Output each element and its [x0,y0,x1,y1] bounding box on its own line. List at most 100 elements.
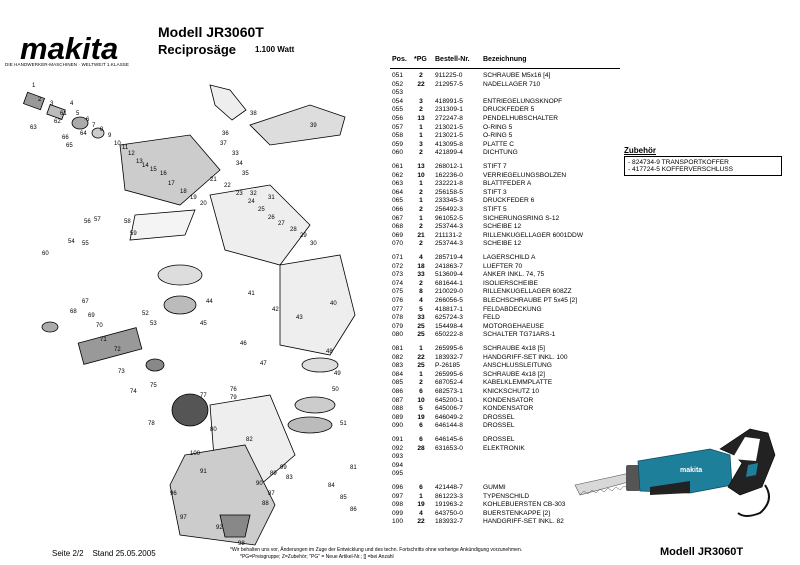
part-nr: 272247-8 [435,115,463,122]
product-photo: makita [574,428,776,517]
diagram-callout: 33 [232,151,239,157]
part-bez: DRUCKFEDER 6 [483,197,535,205]
accessory-title: Zubehör [624,146,656,155]
part-pos: 096 [392,484,404,491]
part-bez: BUERSTENKAPPE [2] [483,509,551,517]
diagram-callout: 54 [68,239,75,245]
diagram-callout: 34 [236,161,243,167]
part-pg: 5 [419,305,423,313]
part-pg: 1 [419,370,423,378]
part-pos: 094 [392,461,404,469]
header-nr: Bestell-Nr. [435,56,470,63]
part-bez: SCHALTER TG71ARS-1 [483,331,556,339]
part-bez: SCHRAUBE 4x18 [5] [483,345,545,352]
diagram-callout: 69 [88,313,95,319]
part-bez: KONDENSATOR [483,405,534,413]
part-pg: 18 [417,262,425,270]
part-nr: 631653-0 [435,444,463,452]
diagram-callout: 86 [350,507,357,513]
part-bez: ISOLIERSCHEIBE [483,279,538,287]
part-bez: GUMMI [483,484,506,491]
part-nr: 183932-7 [435,518,463,526]
part-bez: KABELKLEMMPLATTE [483,379,553,387]
diagram-callout: 49 [334,371,341,377]
diagram-callout: 27 [278,221,285,227]
part-pos: 064 [392,188,404,196]
accessory-item: - 417724-5 KOFFERVERSCHLUSS [628,166,734,173]
part-pos: 091 [392,436,404,443]
diagram-callout: 97 [180,515,187,521]
diagram-callout: 31 [268,195,275,201]
diagram-callout: 22 [224,183,231,189]
part-pg: 21 [417,231,425,239]
part-bez: DROSSEL [483,413,515,421]
part-pg: 8 [419,288,423,296]
footer-note-line2: *PG=Preisgruppe; Z=Zubehör; "PG" = Neue … [240,554,394,560]
part-bez: ENTRIEGELUNGSKNOPF [483,97,563,105]
part-pg: 4 [419,509,423,517]
diagram-callout: 62 [54,119,61,125]
diagram-callout: 20 [200,201,207,207]
part-nr: 421448-7 [435,484,463,491]
part-bez: O-RING 5 [483,132,513,140]
diagram-callout: 11 [122,145,129,151]
accessory-box: Zubehör - 824734-9 TRANSPORTKOFFER - 417… [624,146,782,176]
part-pg: 6 [419,388,423,395]
diagram-callout: 55 [82,241,89,247]
diagram-callout: 84 [328,483,335,489]
part-nr: 421899-4 [435,149,463,157]
part-bez: O-RING 5 [483,123,513,131]
diagram-callout: 83 [286,475,293,481]
part-nr: 687052-4 [435,379,463,387]
part-pg: 2 [419,379,423,387]
part-nr: 211131-2 [435,231,462,239]
brand-tagline: DIE HANDWERKER-MASCHINEN · WELTWEIT 1.KL… [5,62,129,67]
diagram-callout: 26 [268,215,275,221]
part-pos: 061 [392,163,404,170]
part-bez: DROSSEL [483,436,515,443]
diagram-callout: 48 [326,349,333,355]
part-pos: 087 [392,396,404,404]
diagram-callout: 21 [210,177,217,183]
part-pos: 069 [392,231,404,239]
diagram-callout: 24 [248,199,255,205]
diagram-callout: 59 [130,231,137,237]
part-pos: 081 [392,345,404,352]
part-bez: DROSSEL [483,422,515,430]
part-bez: DICHTUNG [483,149,518,157]
diagram-callout: 78 [148,421,155,427]
diagram-callout: 89 [270,471,277,477]
diagram-callout: 66 [62,135,69,141]
part-bez: BLATTFEDER A [483,180,532,188]
diagram-callout: 76 [230,387,237,393]
diagram-callout: 63 [30,125,37,131]
part-pos: 053 [392,89,404,97]
diagram-callout: 77 [200,393,207,399]
part-pos: 086 [392,388,404,395]
part-nr: 650222-8 [435,331,463,339]
part-pos: 051 [392,72,404,79]
diagram-callout: 56 [84,219,91,225]
part-bez: KONDENSATOR [483,396,534,404]
part-nr: 413095-8 [435,140,463,148]
diagram-callout: 74 [130,389,137,395]
part-pg: 6 [419,436,423,443]
diagram-callout: 58 [124,219,131,225]
diagram-callout: 32 [250,191,257,197]
diagram-callout: 13 [136,159,143,165]
part-pg: 5 [419,405,423,413]
part-pg: 2 [419,188,423,196]
part-bez: STIFT 7 [483,163,507,170]
part-pg: 1 [419,180,423,188]
part-pos: 088 [392,405,404,413]
part-pos: 089 [392,413,404,421]
part-pos: 058 [392,132,404,140]
diagram-callout: 98 [238,541,245,547]
diagram-callout: 35 [242,171,249,177]
part-bez: SCHEIBE 12 [483,223,522,231]
diagram-callout: 29 [300,233,307,239]
part-pg: 25 [417,331,425,339]
diagram-callout: 25 [258,207,265,213]
part-nr: 213021-5 [435,132,463,140]
part-pg: 4 [419,254,423,261]
